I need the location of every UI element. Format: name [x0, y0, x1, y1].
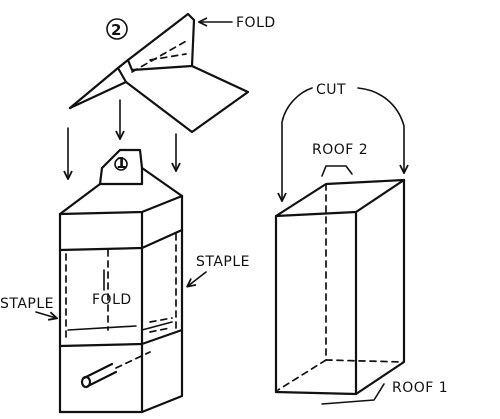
roof-piece-two: 2 FOLD — [68, 12, 276, 134]
step-one-label: 1 — [116, 154, 126, 172]
staple-left-label: STAPLE — [0, 296, 54, 312]
staple-right-label: STAPLE — [196, 254, 250, 270]
roof-one-label: ROOF 1 — [392, 380, 448, 396]
fold-inner-label: FOLD — [92, 292, 132, 308]
staple-left-arrow — [35, 311, 56, 318]
cut-left-arrow — [282, 87, 313, 200]
assembly-arrows — [68, 99, 176, 178]
cut-label: CUT — [316, 82, 346, 98]
staple-right-arrow — [188, 271, 207, 286]
roof-two-label: ROOF 2 — [312, 142, 368, 158]
open-carton: CUT ROOF 2 ROOF 1 — [274, 82, 448, 405]
roof-two-bracket — [321, 165, 353, 177]
step-two-label: 2 — [111, 21, 121, 39]
fold-top-label: FOLD — [236, 15, 276, 31]
carton-one: 1 FOLD STAPLE STAPLE — [0, 148, 250, 414]
roof-one-bracket — [321, 383, 385, 405]
cut-right-arrow — [357, 87, 404, 172]
